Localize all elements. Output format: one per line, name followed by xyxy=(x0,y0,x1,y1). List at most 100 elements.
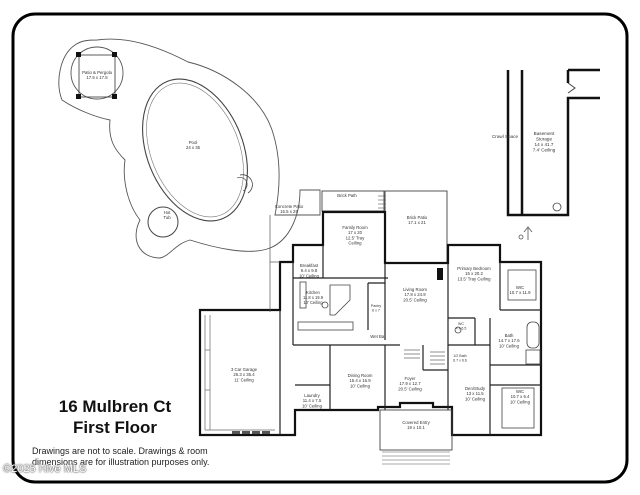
room-label-line: 19 x 10.1 xyxy=(407,425,425,430)
room-label-line: WC xyxy=(458,322,464,326)
room-label-line: 10' Ceiling xyxy=(299,273,320,278)
pergola-frame xyxy=(78,54,116,98)
pergola-post xyxy=(76,52,81,57)
room-label-line: 10' Ceiling xyxy=(499,343,520,348)
disclaimer-line-2: dimensions are for illustration purposes… xyxy=(32,457,210,467)
room-label-line: 10.7 x 6.4 xyxy=(511,394,530,399)
room-label-line: Concrete Patio xyxy=(275,204,304,209)
room-label-line: 11.4 x 7.5 xyxy=(303,398,322,403)
room-label-line: Kitchen xyxy=(306,290,320,295)
pool-steps xyxy=(239,174,253,194)
pool-inner-shape xyxy=(146,82,244,218)
garage-details xyxy=(204,315,275,431)
room-label-crawl-space: Crawl Space xyxy=(492,134,518,139)
room-label-line: Covered Entry xyxy=(402,420,430,425)
room-label-line: 11.8 x 19.9 xyxy=(303,295,324,300)
room-label-line: 15.4 x 16.9 xyxy=(349,378,371,383)
room-label-line: 20.5' Ceiling xyxy=(398,386,422,391)
room-label-line: 6.7 x 6.6 xyxy=(453,358,467,362)
pergola xyxy=(76,52,117,99)
room-label-line: 6 x 7 xyxy=(372,308,380,312)
room-label-line: Family Room xyxy=(342,225,368,230)
room-label-line: 17.9 x 12.7 xyxy=(399,381,421,386)
room-label-line: Storage xyxy=(536,137,553,142)
pool-shape xyxy=(142,78,248,222)
interior-walls xyxy=(279,245,541,435)
room-label-line: 24 x 35 xyxy=(186,145,201,150)
patio-steps xyxy=(378,195,386,209)
backyard-outline xyxy=(58,38,321,259)
disclaimer-line-1: Drawings are not to scale. Drawings & ro… xyxy=(32,446,208,456)
garage-bumps xyxy=(232,431,270,434)
compass-icon xyxy=(518,226,533,240)
room-label-line: 17.5 x 17.5 xyxy=(86,75,108,80)
room-label-line: 17 x 20 xyxy=(348,230,363,235)
room-label-line: Pool xyxy=(189,140,198,145)
stairs xyxy=(404,349,445,365)
basement-door xyxy=(567,82,576,94)
room-label-line: 15 x 20.2 xyxy=(465,271,483,276)
room-label-line: Den/Study xyxy=(465,386,486,391)
room-label-line: Wet Bar xyxy=(370,334,386,339)
room-label-line: 17.8 x 24.9 xyxy=(404,292,426,297)
room-label-line: 14.7 x 17.6 xyxy=(498,338,520,343)
room-label-line: 13 x 11.5 xyxy=(466,391,484,396)
room-label-line: 1/2 Bath xyxy=(453,354,466,358)
kitchen-counters xyxy=(297,281,354,331)
room-label-line: Pantry xyxy=(371,304,382,308)
room-label-line: 9.4 x 9.8 xyxy=(301,268,318,273)
room-label-line: Dining Room xyxy=(348,373,373,378)
covered-entry-shape xyxy=(379,409,453,451)
pool-steps-inner xyxy=(236,177,248,192)
pergola-post xyxy=(112,52,117,57)
room-label-line: 13.5' Tray Ceiling xyxy=(457,276,491,281)
room-label-line: WIC xyxy=(516,389,524,394)
room-label-line: 10.7 x 11.9 xyxy=(510,290,532,295)
room-label-line: Breakfast xyxy=(300,263,319,268)
room-label-line: Patio & Pergola xyxy=(82,70,112,75)
pergola-post xyxy=(112,94,117,99)
room-label-brick-path: Brick Path xyxy=(337,193,357,198)
house-walls xyxy=(198,210,543,437)
room-label-line: Ceiling xyxy=(348,240,362,245)
room-label-line: 17.1 x 21 xyxy=(408,220,426,225)
room-label-line: 10' Ceiling xyxy=(302,403,323,408)
room-label-line: 15.5 x 25 xyxy=(280,209,298,214)
room-label-line: 10' Ceiling xyxy=(465,396,486,401)
hot-tub-shape xyxy=(147,206,179,238)
room-label-line: 14 x 41.7 xyxy=(535,142,554,147)
address-title: 16 Mulbren Ct xyxy=(58,397,172,416)
room-label-line: Brick Path xyxy=(337,193,357,198)
room-label-line: 25.3 x 35.4 xyxy=(233,372,255,377)
room-label-line: 4 x 6.5 xyxy=(456,326,467,330)
concrete-patio-lines xyxy=(269,215,280,312)
room-label-wet-bar: Wet Bar xyxy=(370,334,386,339)
bath-fixtures xyxy=(454,269,541,429)
room-label-line: 11' Ceiling xyxy=(234,377,254,382)
pergola-post xyxy=(76,94,81,99)
room-label-line: 3 Car Garage xyxy=(231,367,258,372)
room-label-line: Basement xyxy=(534,131,555,136)
room-label-line: Brick Patio xyxy=(407,215,428,220)
room-label-line: 10' Ceiling xyxy=(304,300,324,305)
room-label-line: Crawl Space xyxy=(492,134,518,139)
room-label-line: Laundry xyxy=(304,393,320,398)
entry-steps xyxy=(382,451,450,465)
